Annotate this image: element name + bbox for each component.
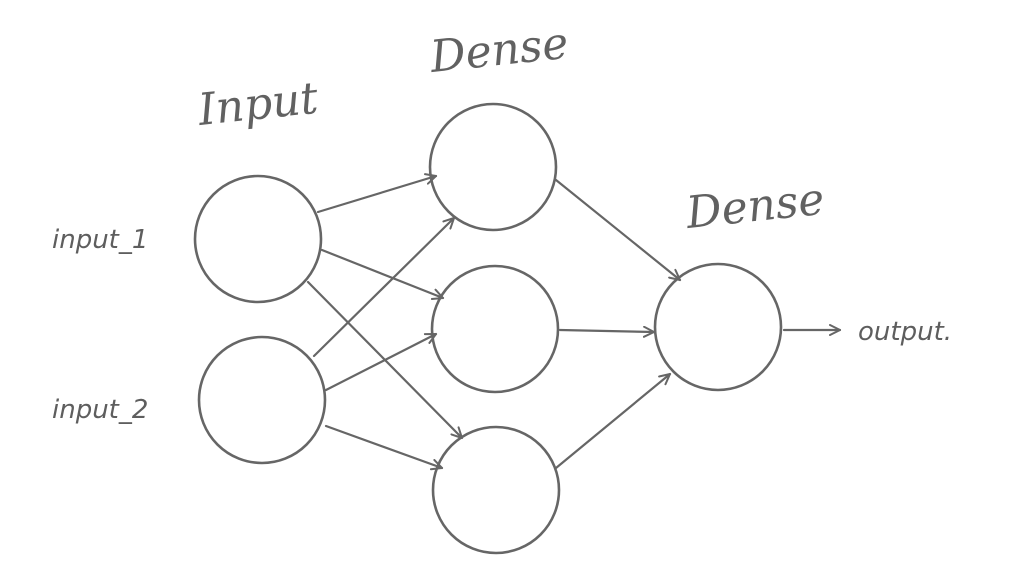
output-label: output. [858, 317, 952, 347]
edge-input2-hidden3 [324, 424, 444, 471]
edge-hidden2-output [558, 325, 656, 338]
edge-hidden3-output [554, 372, 672, 470]
output-layer-label: Dense [683, 174, 827, 239]
input-node-2 [197, 335, 327, 465]
edge-hidden1-output [554, 178, 682, 282]
input-2-label: input_2 [52, 395, 148, 425]
input-layer-label: Input [195, 73, 321, 136]
hidden-node-2 [430, 264, 560, 394]
input-1-label: input_1 [52, 225, 148, 255]
input-node-1 [193, 174, 323, 304]
edge-input2-hidden2 [324, 332, 438, 392]
hidden-layer-label: Dense [427, 18, 571, 83]
hidden-node-3 [431, 425, 561, 555]
output-node [653, 262, 783, 392]
edge-input2-hidden1 [312, 216, 456, 358]
edge-input1-hidden1 [316, 173, 438, 214]
edge-input1-hidden2 [320, 248, 445, 300]
hidden-node-1 [428, 102, 558, 232]
